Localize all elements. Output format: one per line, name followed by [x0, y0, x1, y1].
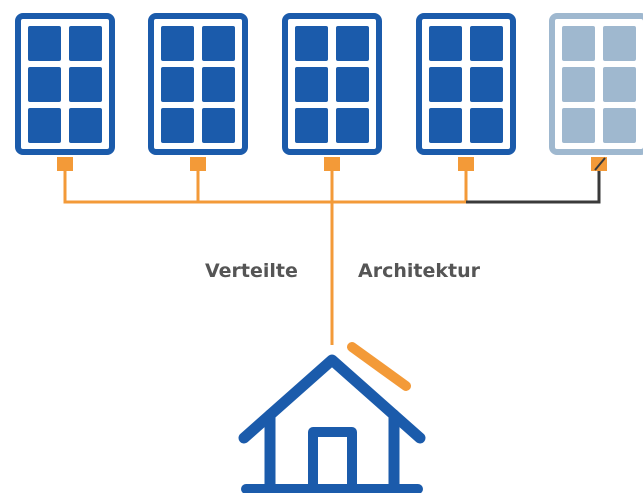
- roof-solar-module: [347, 342, 411, 391]
- solar-panel-icon: [282, 13, 382, 155]
- junction-boxes: [57, 157, 607, 171]
- junction-box-3: [324, 157, 340, 171]
- panel-2: [148, 13, 248, 155]
- solar-panel-icon: [416, 13, 516, 155]
- panel-1: [15, 13, 115, 155]
- panel-5-inactive: [549, 13, 643, 155]
- panel-4: [416, 13, 516, 155]
- junction-box-1: [57, 157, 73, 171]
- wiring: [63, 168, 601, 345]
- solar-panel-icon: [15, 13, 115, 155]
- house-icon: [238, 354, 426, 493]
- panel-3: [282, 13, 382, 155]
- label-distributed: Verteilte: [205, 260, 298, 282]
- label-architecture: Architektur: [358, 260, 481, 282]
- solar-panel-icon: [148, 13, 248, 155]
- junction-box-4: [458, 157, 474, 171]
- solar-panel-icon: [549, 13, 643, 155]
- junction-box-2: [190, 157, 206, 171]
- junction-box-5-fault-mark: [594, 157, 606, 171]
